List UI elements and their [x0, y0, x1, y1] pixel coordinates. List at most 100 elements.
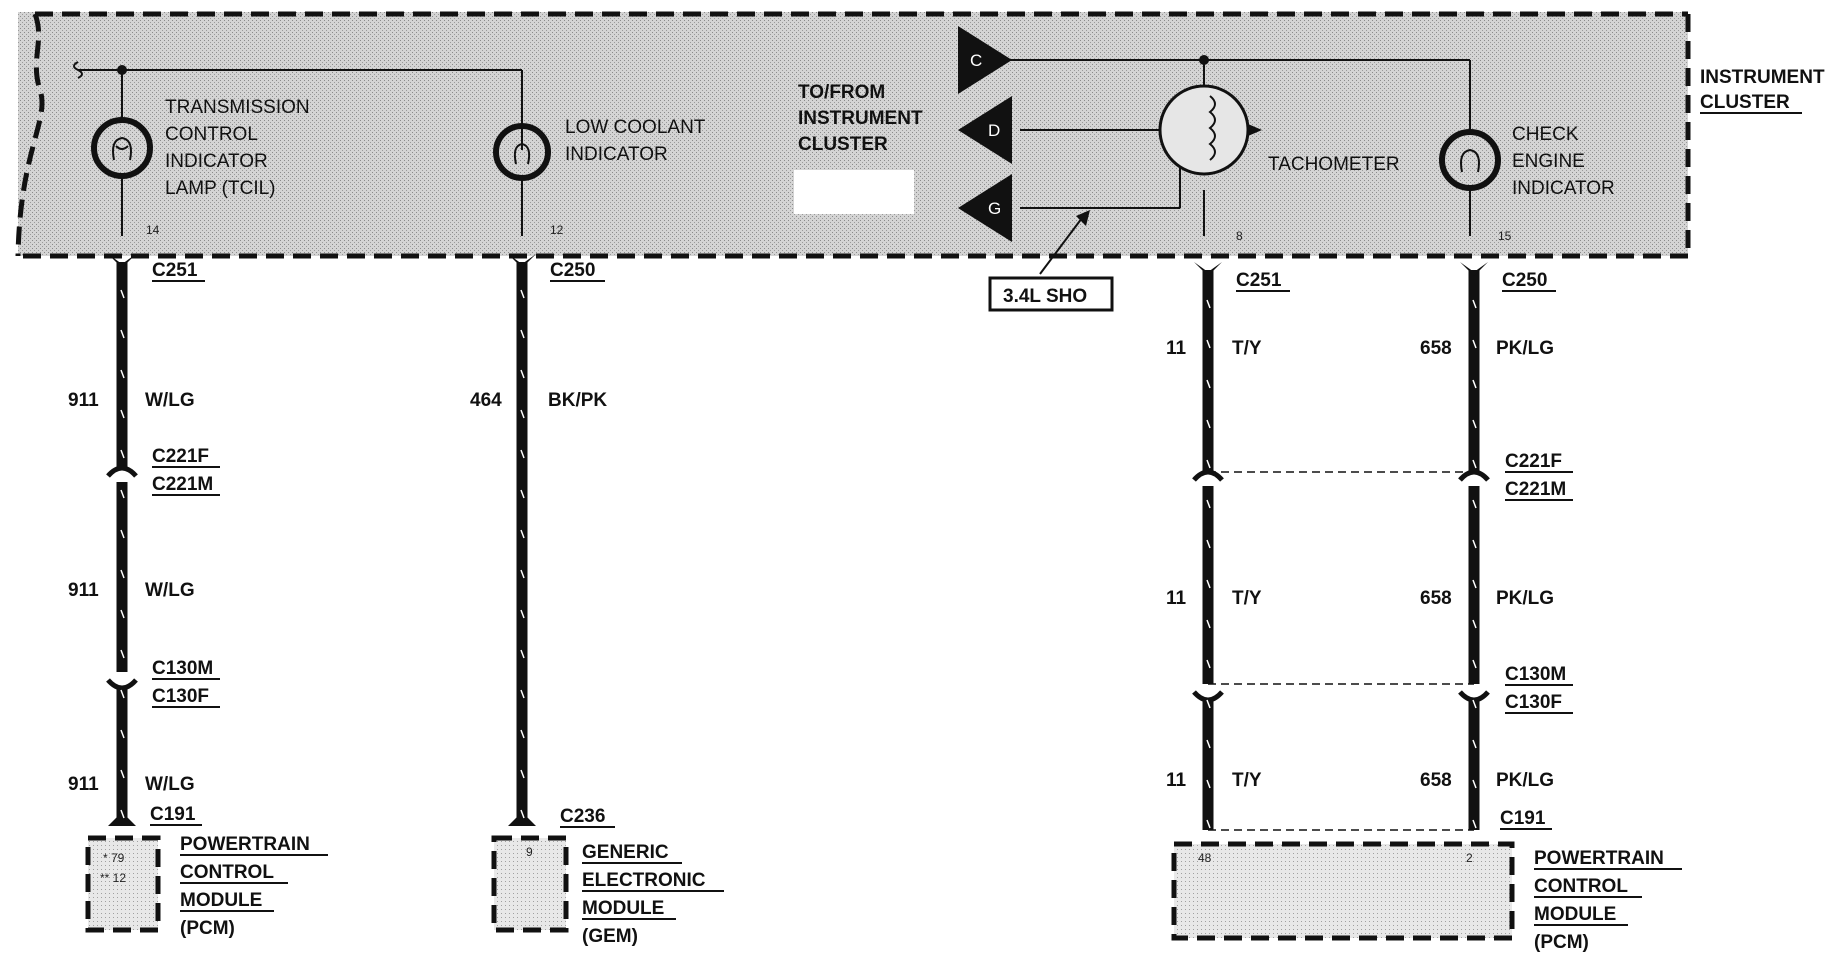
- wire-tick: [1472, 659, 1477, 669]
- wire-tick: [520, 569, 525, 579]
- tofrom-label-2: INSTRUMENT: [798, 108, 923, 129]
- sho-label: 3.4L SHO: [1003, 286, 1087, 307]
- wire-tick: [1206, 299, 1211, 309]
- pcm-left-label-2: CONTROL: [180, 862, 274, 883]
- terminal-d-icon: D: [958, 96, 1012, 164]
- wire-tick: [120, 769, 125, 779]
- w4-connector-c250: C250: [1502, 270, 1547, 291]
- check-engine-pin: 15: [1498, 229, 1512, 243]
- wire-tick: [520, 409, 525, 419]
- wire-tick: [1472, 579, 1477, 589]
- w1-circuit: 911: [68, 390, 99, 411]
- wire-tick: [1472, 419, 1477, 429]
- wire-tick: [120, 369, 125, 379]
- wire-tick: [1206, 459, 1211, 469]
- gem-label-3: MODULE: [582, 898, 664, 919]
- wire-tick: [120, 489, 125, 499]
- cluster-title-2: CLUSTER: [1700, 92, 1790, 113]
- wire-tick: [520, 609, 525, 619]
- wire-911: [106, 254, 138, 826]
- wire-tick: [1472, 619, 1477, 629]
- w4-circuit: 658: [1420, 338, 1452, 359]
- w1-c191: C191: [150, 804, 196, 825]
- wire-tick-marks: [120, 289, 1477, 829]
- gem-pin: 9: [526, 845, 533, 859]
- sho-callout: 3.4L SHO: [988, 210, 1114, 312]
- terminal-g-label: G: [988, 199, 1001, 218]
- pcm-right-label-4: (PCM): [1534, 932, 1589, 953]
- wire-tick: [1206, 499, 1211, 509]
- gem-label: GENERIC: [582, 842, 669, 863]
- wire-tick: [520, 729, 525, 739]
- w4-c191: C191: [1500, 808, 1546, 829]
- wire-tick: [1472, 459, 1477, 469]
- w4-c130m: C130M: [1505, 664, 1566, 685]
- wire-tick: [1206, 699, 1211, 709]
- wire-tick: [1206, 579, 1211, 589]
- wire-tick: [1472, 819, 1477, 829]
- tofrom-label: TO/FROM: [798, 82, 885, 103]
- tcil-label-line: LAMP (TCIL): [165, 178, 276, 199]
- wire-tick: [1206, 619, 1211, 629]
- pcm-left-pin: * 79: [103, 851, 125, 865]
- wire-tick: [1472, 379, 1477, 389]
- gem-label-2: ELECTRONIC: [582, 870, 706, 891]
- w2-circuit: 464: [470, 390, 502, 411]
- wire-tick: [120, 689, 125, 699]
- terminal-c-label: C: [970, 51, 982, 70]
- wire-tick: [1206, 539, 1211, 549]
- wire-tick: [120, 289, 125, 299]
- w1-color: W/LG: [145, 390, 195, 411]
- pcm-left-label-3: MODULE: [180, 890, 262, 911]
- w4-circuit-3: 658: [1420, 770, 1452, 791]
- w3-color-3: T/Y: [1232, 770, 1262, 791]
- w1-circuit-3: 911: [68, 774, 99, 795]
- w3-circuit-2: 11: [1166, 588, 1187, 609]
- cluster-internal-wiring: [73, 55, 1471, 236]
- wire-tick: [1472, 499, 1477, 509]
- terminal-g-icon: G: [958, 174, 1012, 242]
- tcil-label-line: TRANSMISSION: [165, 97, 310, 118]
- w1-c130f: C130F: [152, 686, 209, 707]
- wire-tick: [520, 769, 525, 779]
- pcm-right-pin-a: 48: [1198, 851, 1212, 865]
- low-coolant-lamp-icon: [493, 123, 551, 181]
- w1-c130m: C130M: [152, 658, 213, 679]
- w3-color: T/Y: [1232, 338, 1262, 359]
- wire-tick: [520, 289, 525, 299]
- pcm-right-label-3: MODULE: [1534, 904, 1616, 925]
- wire-tick: [1206, 379, 1211, 389]
- gem-label-4: (GEM): [582, 926, 638, 947]
- wire-tick: [120, 809, 125, 819]
- wire-tick: [120, 649, 125, 659]
- w4-c221m: C221M: [1505, 479, 1566, 500]
- w1-c221f: C221F: [152, 446, 209, 467]
- wire-tick: [120, 449, 125, 459]
- w1-c221m: C221M: [152, 474, 213, 495]
- wire-tick: [120, 409, 125, 419]
- tachometer-gauge-icon: [1158, 84, 1250, 176]
- wire-tick: [520, 529, 525, 539]
- w2-c236: C236: [560, 806, 605, 827]
- w4-circuit-2: 658: [1420, 588, 1452, 609]
- wire-tick: [1472, 339, 1477, 349]
- wire-tick: [1472, 299, 1477, 309]
- w4-c221f: C221F: [1505, 451, 1562, 472]
- wire-tick: [120, 569, 125, 579]
- tcil-pin: 14: [146, 223, 160, 237]
- pcm-right-label: POWERTRAIN: [1534, 848, 1664, 869]
- low-coolant-pin: 12: [550, 223, 564, 237]
- w4-color: PK/LG: [1496, 338, 1554, 359]
- wire-tick: [1472, 539, 1477, 549]
- tcil-label-line: CONTROL: [165, 124, 258, 145]
- w3-circuit: 11: [1166, 338, 1187, 359]
- w3-color-2: T/Y: [1232, 588, 1262, 609]
- terminal-c-icon: C: [958, 26, 1012, 94]
- pcm-left-label: POWERTRAIN: [180, 834, 310, 855]
- wire-tick: [520, 689, 525, 699]
- pcm-right-module: 48 2: [1171, 841, 1515, 941]
- pcm-left-module: * 79 ** 12: [85, 835, 161, 933]
- wire-tick: [1206, 419, 1211, 429]
- w4-c130f: C130F: [1505, 692, 1562, 713]
